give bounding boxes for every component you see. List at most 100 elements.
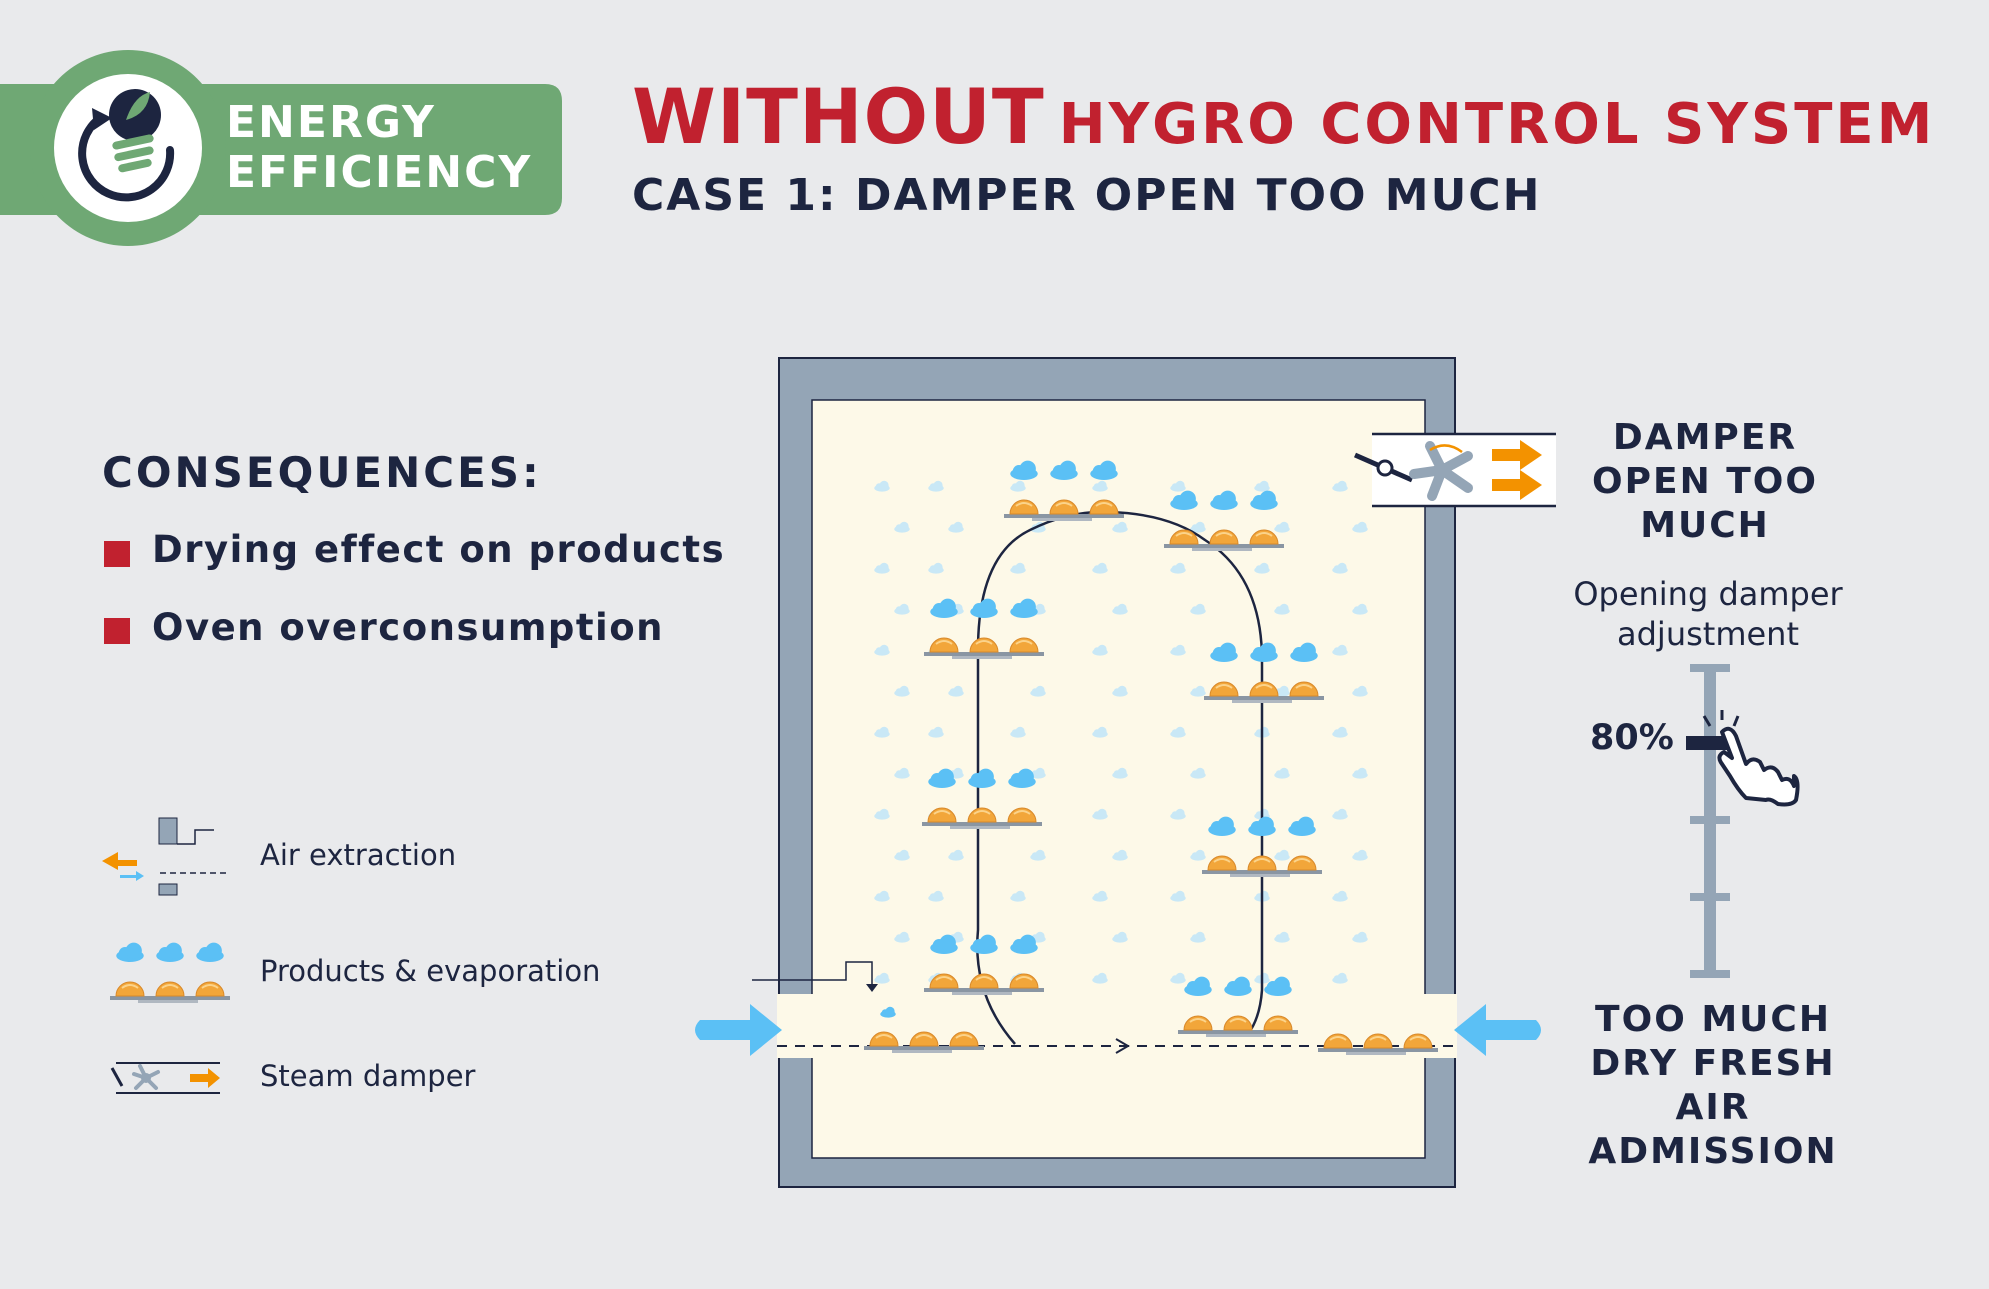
humidity-cloud [1010,890,1026,902]
steam-cloud-icon [880,1006,896,1018]
humidity-cloud [1332,808,1348,820]
steam-cloud-icon [1184,976,1212,996]
humidity-cloud [1010,562,1026,574]
humidity-cloud [1030,849,1046,861]
humidity-cloud [1030,931,1046,943]
humidity-cloud [1170,808,1186,820]
steam-cloud-icon [1250,642,1278,662]
humidity-cloud [1332,644,1348,656]
badge-line-1: ENERGY [226,97,436,148]
humidity-cloud [1112,685,1128,697]
title-emphasis: WITHOUT [632,72,1045,161]
humidity-cloud [1274,603,1290,615]
humidity-cloud [874,890,890,902]
product-tray [924,934,1044,995]
humidity-cloud [1170,644,1186,656]
humidity-cloud [894,931,910,943]
humidity-cloud [874,972,890,984]
humidity-cloud [1352,521,1368,533]
humidity-cloud [1332,480,1348,492]
consequence-item: Oven overconsumption [152,606,664,649]
bullet-marker [104,618,130,644]
bullet-marker [104,541,130,567]
steam-cloud-icon [1010,460,1038,480]
humidity-cloud [1274,849,1290,861]
steam-cloud-icon [1050,460,1078,480]
fresh-air-label-line: DRY FRESH AIR [1590,1043,1836,1128]
humidity-cloud [1112,767,1128,779]
humidity-cloud [948,849,964,861]
humidity-cloud [874,644,890,656]
humidity-cloud [1170,480,1186,492]
humidity-cloud [1190,849,1206,861]
product-tray [110,942,230,1003]
steam-damper [1353,432,1556,508]
damper-adjustment-line: adjustment [1617,615,1799,653]
damper-gauge [1686,664,1736,978]
steam-cloud-icon [116,942,144,962]
conveyor-direction-arrow [1115,1038,1130,1054]
steam-cloud-icon [1210,490,1238,510]
humidity-cloud [1274,521,1290,533]
damper-label-line: DAMPER [1612,417,1798,458]
steam-cloud-icon [1288,816,1316,836]
damper-opening-percent: 80% [1590,718,1674,758]
fresh-air-arrow-right [1454,1004,1541,1056]
steam-cloud-icon [930,598,958,618]
steam-cloud-icon [196,942,224,962]
humidity-cloud [928,890,944,902]
humidity-cloud [1112,603,1128,615]
damper-label-line: MUCH [1640,505,1770,546]
humidity-cloud [894,767,910,779]
humidity-cloud [928,562,944,574]
badge-line-2: EFFICIENCY [226,147,533,198]
steam-cloud-icon [970,598,998,618]
humidity-cloud [894,849,910,861]
humidity-cloud [1112,849,1128,861]
humidity-cloud [1092,890,1108,902]
humidity-cloud [1352,931,1368,943]
product-trays [864,460,1438,1055]
humidity-cloud [1190,521,1206,533]
exhaust-arrow [1492,470,1542,500]
humidity-cloud [1352,767,1368,779]
humidity-cloud [894,521,910,533]
steam-damper-icon [110,1062,220,1094]
steam-cloud-icon [1008,768,1036,788]
title-rest: HYGRO CONTROL SYSTEM [1058,92,1936,157]
humidity-cloud [1274,931,1290,943]
humidity-cloud [1352,603,1368,615]
products-evaporation-icon [110,942,230,1003]
steam-cloud-icon [1010,598,1038,618]
humidity-cloud [1010,726,1026,738]
humidity-cloud [1092,808,1108,820]
humidity-cloud [1092,726,1108,738]
pointing-hand-icon [1702,710,1800,807]
humidity-cloud [874,726,890,738]
product-tray [922,768,1042,829]
air-extraction-icon [102,817,228,896]
humidity-cloud [1092,644,1108,656]
steam-cloud-icon [1208,816,1236,836]
fresh-air-arrow-left [695,1004,782,1056]
humidity-cloud [1092,972,1108,984]
steam-cloud-icon [156,942,184,962]
humidity-cloud [1170,562,1186,574]
product-tray [1178,976,1298,1037]
fresh-air-label-line: TOO MUCH [1595,999,1831,1040]
humidity-cloud [1092,562,1108,574]
humidity-cloud [1190,931,1206,943]
humidity-cloud [1254,562,1270,574]
steam-cloud-icon [1170,490,1198,510]
damper-adjustment-label: Opening damper adjustment [1568,574,1848,654]
steam-cloud-icon [1248,816,1276,836]
consequence-item: Drying effect on products [152,528,726,571]
humidity-cloud [1170,972,1186,984]
humidity-cloud [1352,849,1368,861]
legend-label: Air extraction [260,838,457,872]
humidity-cloud [1030,767,1046,779]
humidity-cloud [1332,562,1348,574]
humidity-cloud [874,808,890,820]
steam-cloud-icon [1210,642,1238,662]
